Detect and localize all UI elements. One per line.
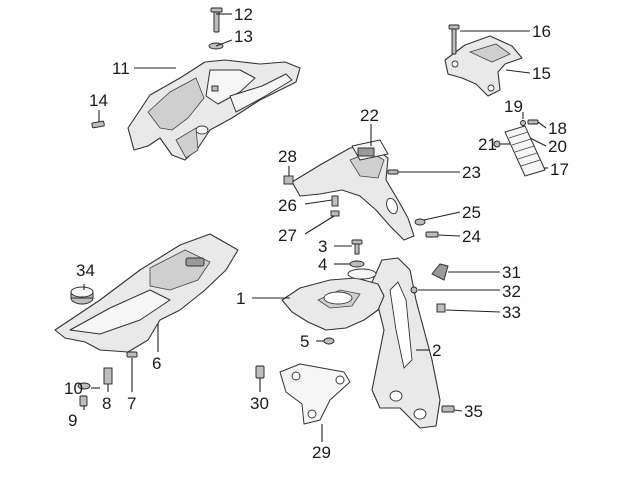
callout-10: 10 [64, 379, 83, 398]
part-24-screw [425, 231, 439, 238]
callout-19: 19 [504, 97, 523, 116]
part-4-washer [349, 260, 365, 268]
callout-14: 14 [89, 91, 108, 110]
callout-16: 16 [532, 22, 551, 41]
part-14-screw [91, 120, 105, 129]
part-7-screw [126, 351, 138, 358]
callout-13: 13 [234, 27, 253, 46]
part-15-bracket [444, 35, 523, 97]
part-8-bracket [103, 367, 113, 385]
part-17-grille [504, 125, 546, 177]
part-25-washer [414, 218, 426, 226]
part-26-clip [331, 195, 339, 207]
callout-21: 21 [478, 135, 497, 154]
part-18-screw [527, 119, 539, 125]
part-12-screw [210, 7, 223, 33]
part-3-screw [351, 239, 363, 255]
callout-34: 34 [76, 261, 95, 280]
part-33-nut [436, 303, 446, 313]
callout-18: 18 [548, 119, 567, 138]
callout-27: 27 [278, 226, 297, 245]
callout-6: 6 [152, 354, 161, 373]
part-11-rear-cover [127, 59, 301, 161]
part-32-grommet [410, 286, 418, 294]
part-23-screw [387, 169, 399, 175]
callout-3: 3 [318, 237, 327, 256]
callout-31: 31 [502, 263, 521, 282]
part-10-washer [77, 382, 91, 390]
part-29-bracket [279, 363, 351, 425]
callout-15: 15 [532, 64, 551, 83]
part-28-clip [283, 175, 294, 185]
callout-35: 35 [464, 402, 483, 421]
callout-17: 17 [550, 160, 569, 179]
callout-30: 30 [250, 394, 269, 413]
part-31-reflector [431, 263, 449, 281]
callout-11: 11 [112, 59, 130, 78]
callout-29: 29 [312, 443, 331, 462]
callout-33: 33 [502, 303, 521, 322]
callout-4: 4 [318, 255, 327, 274]
callout-7: 7 [127, 394, 136, 413]
part-22-rear-fender [291, 139, 415, 241]
leader-lines [83, 13, 548, 442]
callout-12: 12 [234, 5, 253, 24]
part-16-screw [448, 24, 460, 55]
callout-26: 26 [278, 196, 297, 215]
callout-28: 28 [278, 147, 297, 166]
callout-20: 20 [548, 137, 567, 156]
callout-5: 5 [300, 332, 309, 351]
part-2-fender-support [371, 257, 441, 429]
part-34-cap [70, 286, 94, 305]
callout-1: 1 [236, 289, 245, 308]
part-30-screw [255, 365, 265, 379]
callout-23: 23 [462, 163, 481, 182]
callout-9: 9 [68, 411, 77, 430]
part-1-front-fender [281, 268, 385, 331]
part-6-underseat-tray [54, 233, 239, 353]
part-19-washer [520, 120, 526, 126]
callout-8: 8 [102, 394, 111, 413]
callout-22: 22 [360, 106, 379, 125]
part-27-nut [330, 210, 340, 217]
callout-25: 25 [462, 203, 481, 222]
callout-labels: 12 13 11 14 16 15 19 18 21 20 17 22 28 2… [64, 5, 569, 462]
callout-32: 32 [502, 282, 521, 301]
part-5-nut [323, 337, 335, 345]
callout-2: 2 [432, 341, 441, 360]
part-35-screw [441, 405, 455, 413]
callout-24: 24 [462, 227, 481, 246]
